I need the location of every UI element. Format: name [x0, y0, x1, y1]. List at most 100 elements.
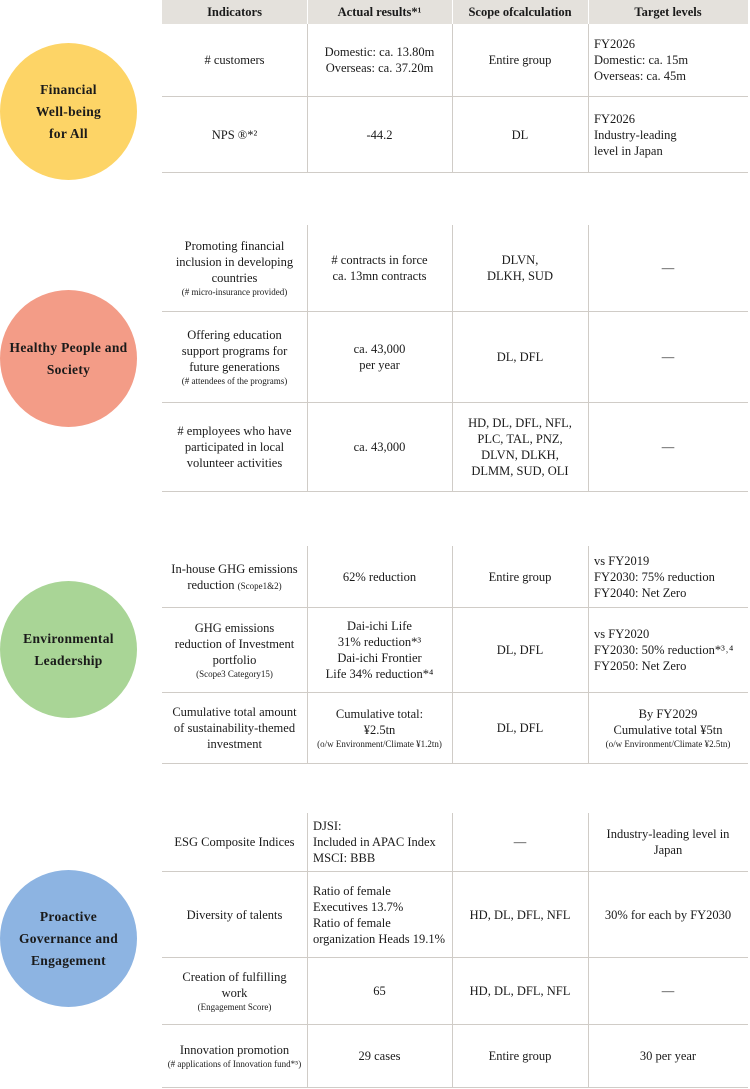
target-text: level in Japan [594, 143, 663, 158]
scope-text: DL, DFL [496, 721, 544, 735]
target-text: — [661, 440, 675, 454]
column-divider [452, 608, 453, 692]
indicator-text: work [221, 986, 248, 1000]
indicator-cell: Cumulative total amount of sustainabilit… [162, 693, 307, 763]
indicator-note: (# attendees of the programs) [181, 376, 288, 386]
target-text: FY2040: Net Zero [594, 585, 687, 600]
indicator-text: future generations [189, 360, 280, 374]
target-text: FY2050: Net Zero [594, 659, 687, 673]
column-divider [452, 813, 453, 871]
actual-cell: Dai-ichi Life 31% reduction*³ Dai-ichi F… [307, 608, 452, 692]
table-header: Indicators Actual results*¹ Scope ofcalc… [162, 0, 748, 24]
target-text: FY2030: 75% reduction [594, 569, 715, 584]
scope-text: DL, DFL [496, 643, 544, 657]
actual-text: ca. 43,000 [353, 440, 406, 454]
scope-cell: Entire group [452, 546, 588, 607]
column-divider [588, 872, 589, 957]
theme-label: Environmental Leadership [23, 628, 114, 672]
scope-cell: DLVN, DLKH, SUD [452, 225, 588, 311]
actual-text: 62% reduction [342, 569, 417, 584]
indicator-text: Cumulative total amount [172, 705, 297, 719]
indicator-note: (# micro-insurance provided) [181, 287, 288, 297]
target-note: (o/w Environment/Climate ¥2.5tn) [605, 739, 731, 749]
column-divider [307, 693, 308, 763]
target-text: vs FY2020 [594, 627, 650, 641]
theme-label-line: Proactive [39, 908, 98, 924]
header-actual-results: Actual results*¹ [337, 5, 422, 19]
target-text: vs FY2019 [594, 553, 650, 568]
actual-cell: Ratio of female Executives 13.7% Ratio o… [307, 872, 452, 957]
column-divider [307, 1025, 308, 1087]
table-row: Offering education support programs for … [162, 312, 748, 403]
target-text: — [661, 350, 675, 364]
indicator-text: Promoting financial [184, 239, 285, 253]
actual-cell: Domestic: ca. 13.80m Overseas: ca. 37.20… [307, 24, 452, 96]
actual-text: Domestic: ca. 13.80m [324, 45, 435, 59]
actual-text: 65 [373, 984, 386, 998]
indicator-text: Offering education [187, 328, 282, 342]
scope-text: Entire group [488, 1049, 552, 1063]
indicator-cell: In-house GHG emissions reduction (Scope1… [162, 546, 307, 607]
scope-text: DLVN, [501, 253, 539, 267]
scope-text: DLKH, SUD [487, 269, 553, 283]
scope-text: DL [511, 127, 529, 142]
actual-cell: ca. 43,000 [307, 403, 452, 491]
column-divider [588, 693, 589, 763]
column-divider [307, 872, 308, 957]
indicator-text: participated in local [184, 440, 285, 454]
indicator-cell: Innovation promotion (# applications of … [162, 1025, 307, 1087]
actual-text: Included in APAC Index [313, 835, 436, 849]
indicator-cell: NPS ®*² [162, 97, 307, 172]
actual-cell: # contracts in force ca. 13mn contracts [307, 225, 452, 311]
indicator-text: Diversity of talents [186, 907, 283, 922]
indicator-text-with-note: reduction (Scope1&2) [187, 577, 281, 593]
indicator-text: reduction [187, 577, 238, 592]
scope-text: HD, DL, DFL, NFL [469, 984, 571, 998]
column-divider [588, 97, 589, 172]
column-divider [307, 225, 308, 311]
indicator-cell: Diversity of talents [162, 872, 307, 957]
scope-cell: DL [452, 97, 588, 172]
indicator-text: # customers [204, 53, 265, 67]
table-row: Creation of fulfilling work (Engagement … [162, 958, 748, 1025]
indicator-text: GHG emissions [194, 621, 275, 635]
indicator-cell: Creation of fulfilling work (Engagement … [162, 958, 307, 1024]
scope-cell: DL, DFL [452, 608, 588, 692]
actual-text: MSCI: BBB [313, 851, 376, 865]
column-divider [452, 312, 453, 402]
table-row: # employees who have participated in loc… [162, 403, 748, 492]
indicator-cell: GHG emissions reduction of Investment po… [162, 608, 307, 692]
actual-text: organization Heads 19.1% [313, 931, 446, 946]
indicator-text: inclusion in developing [175, 255, 294, 269]
indicator-note: (Engagement Score) [197, 1002, 272, 1012]
indicator-text: Creation of fulfilling [182, 970, 287, 984]
column-divider [307, 97, 308, 172]
actual-text: Executives 13.7% [313, 899, 404, 914]
header-target-levels: Target levels [634, 5, 702, 19]
table-row: ESG Composite Indices DJSI: Included in … [162, 813, 748, 872]
scope-cell: Entire group [452, 24, 588, 96]
column-divider [452, 546, 453, 607]
actual-text: Cumulative total: [335, 707, 424, 721]
indicator-text: investment [207, 737, 262, 751]
column-divider [588, 958, 589, 1024]
actual-text: -44.2 [366, 127, 393, 142]
table-row: GHG emissions reduction of Investment po… [162, 608, 748, 693]
actual-text: Overseas: ca. 37.20m [325, 61, 434, 75]
theme-circle-financial-wellbeing: Financial Well-being for All [0, 43, 137, 180]
theme-label: Financial Well-being for All [36, 79, 101, 145]
indicator-text: In-house GHG emissions [171, 561, 298, 576]
target-cell: — [588, 225, 748, 311]
column-divider [588, 813, 589, 871]
actual-text: ca. 13mn contracts [332, 269, 427, 283]
indicator-text: support programs for [181, 344, 288, 358]
table-row: NPS ®*² -44.2 DL FY2026 Industry-leading… [162, 97, 748, 173]
column-divider [307, 608, 308, 692]
theme-label-line: Engagement [30, 952, 106, 968]
scope-text: — [513, 835, 527, 849]
target-cell: FY2026 Industry-leading level in Japan [588, 97, 748, 172]
indicator-text: of sustainability-themed [173, 721, 296, 735]
target-text: — [661, 984, 675, 998]
target-text: 30% for each by FY2030 [604, 907, 732, 922]
indicator-text: countries [211, 271, 258, 285]
